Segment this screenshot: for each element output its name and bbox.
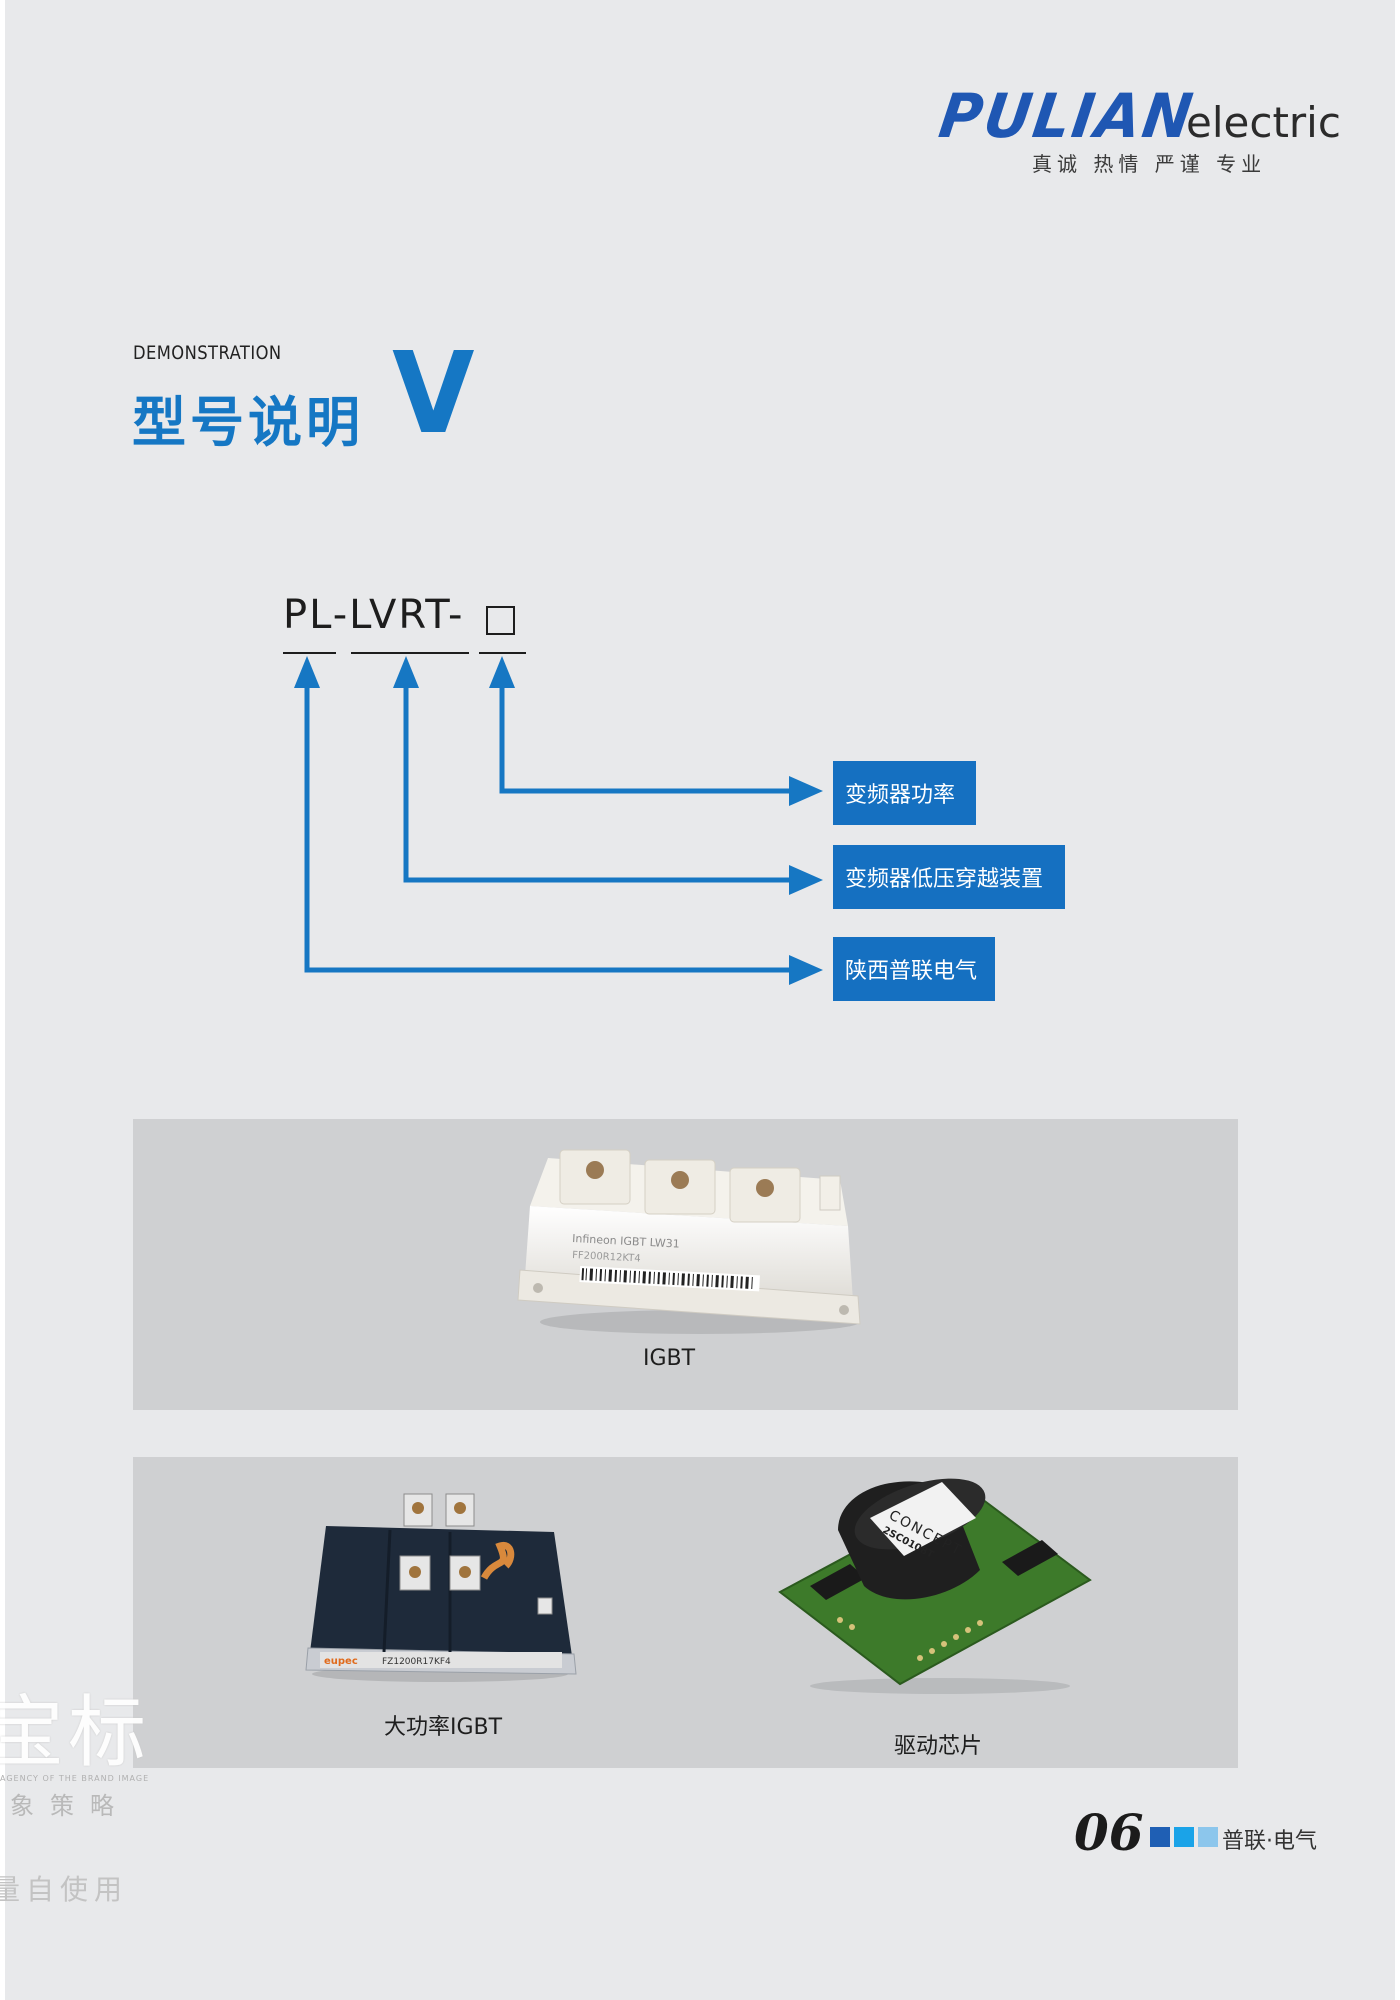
logo-slogan: 真诚 热情 严谨 专业 <box>1032 152 1267 176</box>
label-company: 陕西普联电气 <box>833 937 995 1001</box>
arrowhead-right-power <box>789 776 823 806</box>
igbt-terminal-3 <box>729 1167 801 1223</box>
arrow-line-lvrt <box>403 686 790 883</box>
igbt-mount-hole-left <box>533 1283 543 1293</box>
hp-igbt-part: FZ1200R17KF4 <box>382 1657 451 1667</box>
driver-transformer <box>838 1478 986 1600</box>
driver-chip-image: CONCEPT 2SC0108T <box>778 1478 1092 1694</box>
arrowhead-up-lvrt <box>393 656 419 688</box>
watermark-small-text: AGENCY OF THE BRAND IMAGE <box>0 1774 150 1783</box>
driver-chip-caption: 驱动芯片 <box>894 1734 983 1759</box>
logo-subtitle: electric <box>1186 98 1341 147</box>
page-number: 06 <box>1074 1803 1144 1862</box>
footer-square-mid <box>1174 1827 1194 1847</box>
section-title: 型号说明 <box>132 391 364 454</box>
arrowhead-up-power <box>489 656 515 688</box>
high-power-igbt-image: eupec FZ1200R17KF4 <box>305 1493 577 1682</box>
arrowhead-right-pl <box>789 955 823 985</box>
driver-ic-right <box>1002 1540 1058 1576</box>
arrow-line-pl <box>304 686 790 973</box>
page-left-edge <box>0 0 5 2000</box>
hp-igbt-terminal-2 <box>445 1493 475 1527</box>
hp-igbt-brand: eupec <box>324 1656 358 1667</box>
watermark-line-3: 量自使用 <box>0 1873 129 1906</box>
igbt-terminal-2 <box>644 1159 716 1215</box>
brand-logo: PULIAN electric 真诚 热情 严谨 专业 <box>935 80 1341 176</box>
hp-igbt-copper-wire <box>480 1541 515 1580</box>
hp-igbt-body <box>310 1526 572 1656</box>
high-power-igbt-caption: 大功率IGBT <box>384 1715 503 1740</box>
igbt-caption: IGBT <box>643 1346 696 1371</box>
model-code: PL-LVRT- <box>283 592 465 638</box>
hp-igbt-groove-1 <box>382 1529 392 1653</box>
label-inverter-power: 变频器功率 <box>833 761 976 825</box>
arrowhead-right-lvrt <box>789 865 823 895</box>
label-lvrt-device: 变频器低压穿越装置 <box>833 845 1065 909</box>
footer-square-light <box>1198 1827 1218 1847</box>
hp-igbt-aux-pin <box>537 1597 553 1615</box>
model-placeholder-box <box>486 606 515 635</box>
igbt-mount-hole-right <box>839 1305 849 1315</box>
hp-igbt-label-strip <box>320 1652 562 1668</box>
igbt-barcode <box>579 1266 760 1292</box>
igbt-module-image: Infineon IGBT LW31 FF200R12KT4 <box>517 1149 861 1334</box>
hp-igbt-terminal-3 <box>399 1555 431 1591</box>
arrow-line-power <box>499 686 790 794</box>
watermark-line-2: 象策略 <box>10 1792 130 1820</box>
igbt-print-text: Infineon IGBT LW31 <box>572 1232 680 1251</box>
driver-shadow <box>810 1678 1070 1694</box>
footer-company: 普联·电气 <box>1222 1829 1317 1854</box>
igbt-terminal-1 <box>559 1149 631 1205</box>
driver-pins <box>837 1617 983 1661</box>
footer-square-dark <box>1150 1827 1170 1847</box>
watermark-logo: 宝标 <box>0 1688 151 1778</box>
arrowhead-up-pl <box>294 656 320 688</box>
model-diagram <box>283 652 823 985</box>
page-right-edge <box>1395 0 1400 2000</box>
section-number: V <box>392 329 475 459</box>
hp-igbt-terminal-1 <box>403 1493 433 1527</box>
igbt-part-text: FF200R12KT4 <box>572 1250 641 1265</box>
igbt-signal-pins <box>819 1175 841 1211</box>
section-english-title: DEMONSTRATION <box>133 342 282 364</box>
hp-igbt-terminal-4 <box>449 1555 481 1591</box>
driver-ic-left <box>810 1564 866 1600</box>
